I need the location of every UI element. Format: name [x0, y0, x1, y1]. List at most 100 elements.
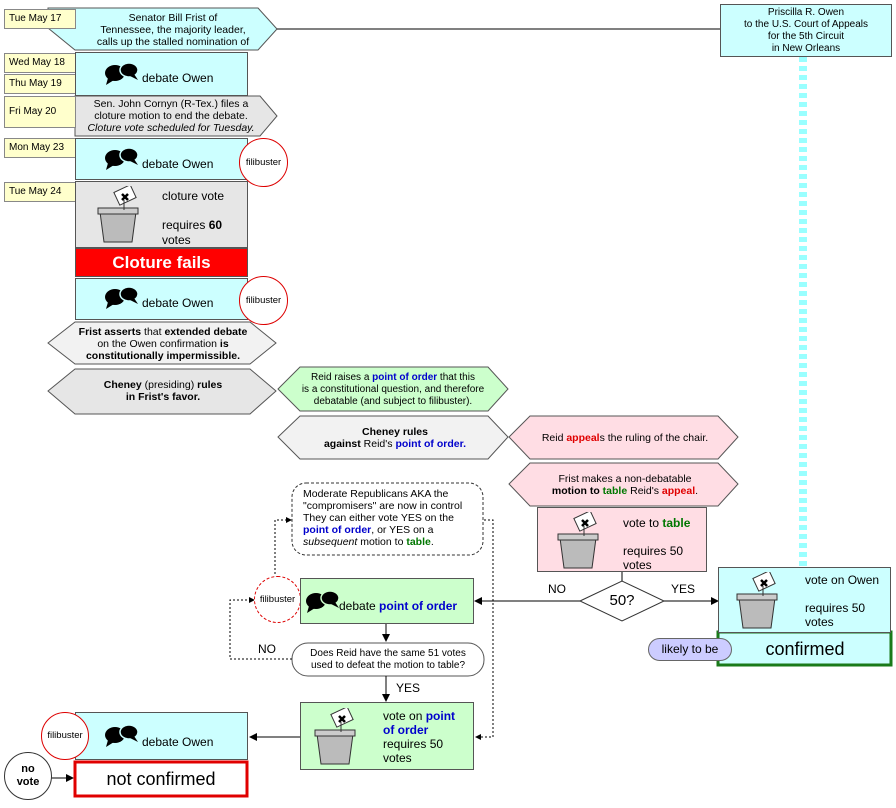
speech-bubbles-icon	[105, 286, 139, 309]
not-confirmed-label: not confirmed	[106, 769, 216, 789]
fa-d: on the Owen confirmation	[97, 338, 220, 350]
no-vote-b: vote	[16, 776, 40, 788]
debate-word: debate	[339, 599, 376, 613]
frist-calls-text: Senator Bill Frist of Tennessee, the maj…	[78, 12, 268, 48]
vote-point-text: vote on point of order requires 50 votes	[383, 709, 455, 765]
reid-raises-shape	[277, 366, 509, 412]
cornyn-shape	[74, 95, 278, 137]
mod-l3: They can either vote YES on the	[303, 512, 454, 524]
ballot-box-icon	[97, 186, 139, 243]
rr-c: that this	[437, 372, 475, 383]
owen-line-3: for the 5th Circuit	[767, 31, 845, 42]
vp-c: of order	[383, 723, 429, 737]
debate-owen-label-2: debate Owen	[142, 157, 214, 171]
filibuster-circle-4: filibuster	[41, 712, 89, 760]
vp-b: point	[425, 709, 456, 723]
cheney-against-shape	[277, 415, 509, 460]
no-label-right: NO	[548, 582, 566, 596]
rq-l2: used to defeat the motion to table?	[311, 660, 465, 671]
vote-point-box: vote on point of order requires 50 votes	[300, 702, 474, 770]
mod-l6: subsequent	[303, 536, 358, 548]
yes-label-right: YES	[671, 582, 696, 596]
reid-raises-text: Reid raises a point of order that this i…	[288, 372, 498, 408]
moderates-shape	[291, 482, 484, 556]
cloture-vote-label: cloture vote	[162, 189, 225, 203]
tv-b: table	[662, 516, 691, 530]
filibuster-circle-3: filibuster	[254, 576, 301, 623]
cheney-favor-shape	[47, 368, 277, 415]
c2-a: Cheney rules	[362, 426, 428, 438]
mod-l7: motion to	[357, 536, 407, 548]
confirmed-label: confirmed	[765, 639, 845, 659]
reid-appeal-text: Reid appeals the ruling of the chair.	[520, 432, 730, 444]
mod-l8: table	[406, 536, 431, 548]
ap-b: appeal	[566, 432, 600, 444]
debate-owen-label-1: debate Owen	[142, 71, 214, 85]
cloture-votes: votes	[162, 233, 191, 247]
table-vote-votes: votes	[623, 558, 652, 572]
owen-line-1: Priscilla R. Owen	[767, 7, 845, 18]
mod-l5: , or YES on a	[371, 524, 434, 536]
table-motion-shape	[508, 462, 739, 507]
debate-owen-box-4: debate Owen	[75, 712, 248, 760]
vote-owen-votes: votes	[805, 615, 834, 629]
table-vote-requires: requires 50	[623, 544, 684, 558]
c2-b: against	[323, 438, 364, 450]
mod-l2: "compromisers" are now in control	[303, 500, 463, 512]
fa-f: constitutionally impermissible.	[85, 350, 241, 362]
filibuster-circle-2: filibuster	[239, 276, 288, 325]
c1-c: rules	[197, 379, 223, 391]
c1-a: Cheney	[103, 379, 142, 391]
mod-l9: .	[430, 536, 434, 548]
ballot-box-icon	[736, 572, 778, 629]
speech-bubbles-icon	[105, 147, 139, 170]
ap-a: Reid	[541, 432, 567, 444]
point-of-order-word: point of order	[379, 599, 458, 613]
yes-label-bottom: YES	[396, 681, 421, 695]
table-vote-label: vote to table	[623, 516, 690, 530]
frist-asserts-shape	[47, 321, 277, 365]
owen-line-4: in New Orleans	[771, 43, 841, 54]
fa-a: Frist asserts	[78, 326, 142, 338]
cornyn-line-2: cloture motion to end the debate.	[94, 110, 248, 122]
debate-point-of-order-box: debate point of order	[300, 578, 474, 624]
debate-owen-box-2: debate Owen	[75, 138, 248, 180]
c1-d: in Frist's favor.	[125, 391, 201, 403]
tb-a: Frist makes a non-debatable	[558, 473, 692, 485]
cheney-favor-text: Cheney (presiding) rules in Frist's favo…	[60, 379, 266, 403]
rr-b: point of order	[372, 372, 438, 383]
tb-c: table	[602, 485, 628, 497]
tv-a: vote to	[623, 516, 663, 530]
owen-line-2: to the U.S. Court of Appeals	[744, 19, 868, 30]
moderates-text: Moderate Republicans AKA the "compromise…	[303, 488, 483, 548]
tb-e: appeal	[661, 485, 696, 497]
no-label-left: NO	[258, 642, 276, 656]
c1-b: (presiding)	[141, 379, 198, 391]
tb-f: .	[695, 485, 699, 497]
no-vote-a: no	[21, 763, 35, 775]
tb-b: motion to	[551, 485, 603, 497]
cloture-vote-box: cloture vote requires 60 votes	[75, 181, 248, 248]
owen-nominee-box: Priscilla R. Owen to the U.S. Court of A…	[720, 4, 892, 57]
speech-bubbles-icon	[105, 724, 139, 747]
reid-appeal-shape	[508, 415, 739, 460]
cloture-requires-text: requires	[162, 218, 209, 232]
frist-line-3: calls up the stalled nomination of	[96, 36, 250, 48]
date-wed-may-18: Wed May 18	[4, 53, 76, 73]
vote-owen-requires: requires 50	[805, 601, 866, 615]
table-vote-box: vote to table requires 50 votes	[537, 507, 707, 572]
debate-owen-label-4: debate Owen	[142, 735, 214, 749]
ballot-box-icon	[557, 512, 599, 569]
rr-a: Reid raises a	[311, 372, 373, 383]
debate-point-label: debate point of order	[339, 599, 457, 613]
vp-e: votes	[383, 751, 412, 765]
table-motion-text: Frist makes a non-debatable motion to ta…	[520, 473, 730, 497]
cheney-against-text: Cheney rules against Reid's point of ord…	[290, 426, 500, 450]
cornyn-line-3: Cloture vote scheduled for Tuesday.	[87, 122, 255, 134]
filibuster-circle-1: filibuster	[239, 138, 288, 187]
mod-l1: Moderate Republicans AKA the	[303, 488, 449, 500]
debate-owen-box-3: debate Owen	[75, 278, 248, 320]
date-thu-may-19: Thu May 19	[4, 74, 76, 94]
rq-l1: Does Reid have the same 51 votes	[310, 648, 466, 659]
cloture-sixty: 60	[208, 218, 223, 232]
